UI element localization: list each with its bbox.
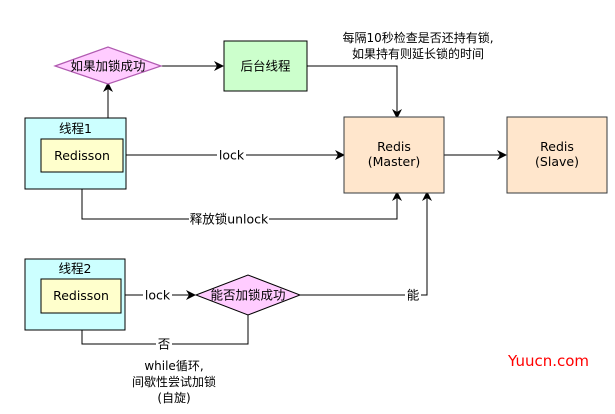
thread2-redisson-box bbox=[40, 278, 122, 314]
decision-top-shape bbox=[53, 46, 163, 85]
redis-slave-shape bbox=[506, 116, 608, 194]
decision-bottom-shape bbox=[194, 274, 302, 316]
decision-top-label: 如果加锁成功 bbox=[70, 59, 145, 74]
watermark: Yuucn.com bbox=[507, 352, 589, 370]
edge-unlock-label: 释放锁unlock bbox=[190, 212, 269, 227]
thread1-redisson-label: Redisson bbox=[54, 148, 110, 163]
thread1-label: 线程1 bbox=[59, 121, 92, 136]
edge-can bbox=[300, 191, 432, 296]
redis-master-shape bbox=[343, 116, 445, 194]
retry-annotation-line3: (自旋) bbox=[157, 391, 190, 405]
edge-lock-bottom-label: lock bbox=[145, 288, 171, 303]
thread1-redisson-box bbox=[40, 138, 124, 173]
watchdog-annotation-line2: 如果持有则延长锁的时间 bbox=[352, 46, 484, 61]
redis-slave-label-2: (Slave) bbox=[535, 154, 579, 169]
retry-annotation-line1: while循环, bbox=[144, 359, 203, 373]
background-thread-shape bbox=[223, 40, 308, 92]
edge-cannot-label: 否 bbox=[158, 337, 171, 352]
thread2-label: 线程2 bbox=[59, 261, 92, 276]
background-thread-label: 后台线程 bbox=[240, 59, 291, 74]
watchdog-annotation-line1: 每隔10秒检查是否还持有锁, bbox=[342, 30, 493, 45]
retry-annotation-line2: 间歇性尝试加锁 bbox=[132, 374, 216, 389]
redis-slave-label-1: Redis bbox=[540, 139, 574, 154]
decision-bottom-label: 能否加锁成功 bbox=[210, 288, 285, 303]
edge-can-label: 能 bbox=[407, 288, 420, 303]
edge-lock-top-label: lock bbox=[219, 148, 245, 163]
redis-master-label-1: Redis bbox=[377, 139, 411, 154]
thread2-redisson-label: Redisson bbox=[53, 288, 109, 303]
redis-master-label-2: (Master) bbox=[368, 154, 420, 169]
edge-background-to-redis bbox=[307, 65, 402, 119]
